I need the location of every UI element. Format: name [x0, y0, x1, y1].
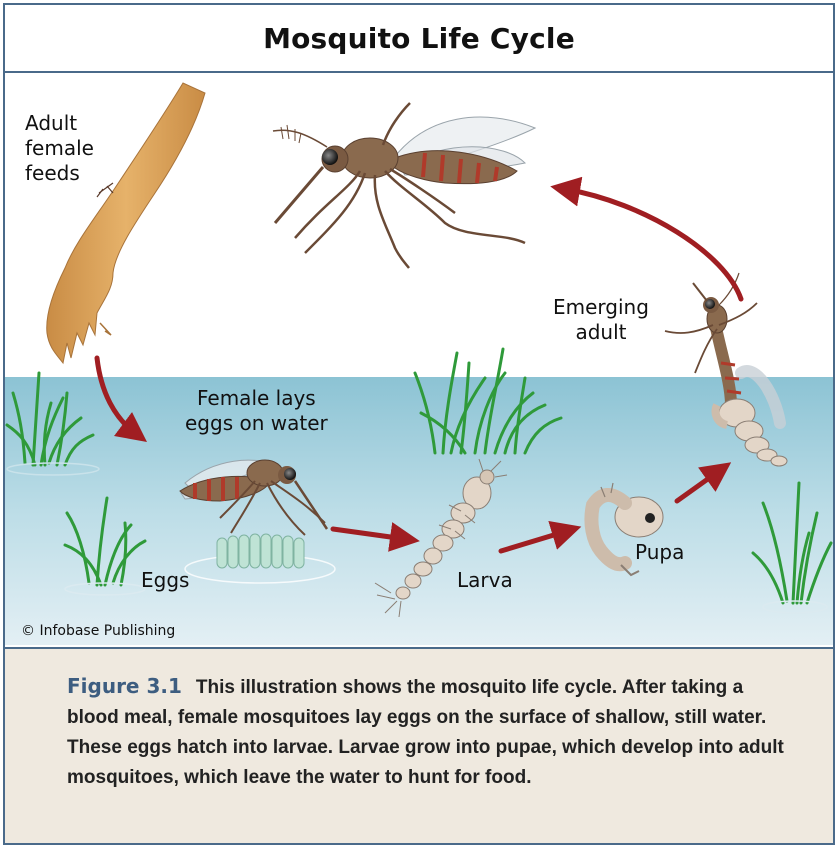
adult-mosquito-icon [273, 103, 535, 268]
figure-caption: Figure 3.1This illustration shows the mo… [67, 671, 787, 793]
label-emerging-adult: Emerging adult [553, 295, 649, 345]
publisher-credit: © Infobase Publishing [21, 619, 175, 644]
label-eggs: Eggs [141, 568, 189, 593]
water [5, 377, 833, 645]
label-larva: Larva [457, 568, 513, 593]
arrow-emerging-to-adult [565, 189, 741, 299]
figure-number: Figure 3.1 [67, 674, 182, 698]
label-female-lays-eggs: Female lays eggs on water [185, 386, 328, 436]
life-cycle-illustration: Adult female feeds Female lays eggs on w… [5, 73, 833, 645]
title-bar: Mosquito Life Cycle [5, 5, 833, 73]
figure-frame: Mosquito Life Cycle [3, 3, 835, 845]
illustration-svg [5, 73, 833, 645]
caption-box: Figure 3.1This illustration shows the mo… [5, 647, 833, 845]
label-pupa: Pupa [635, 540, 684, 565]
figure-title: Mosquito Life Cycle [263, 22, 575, 55]
label-adult-female-feeds: Adult female feeds [25, 111, 94, 186]
